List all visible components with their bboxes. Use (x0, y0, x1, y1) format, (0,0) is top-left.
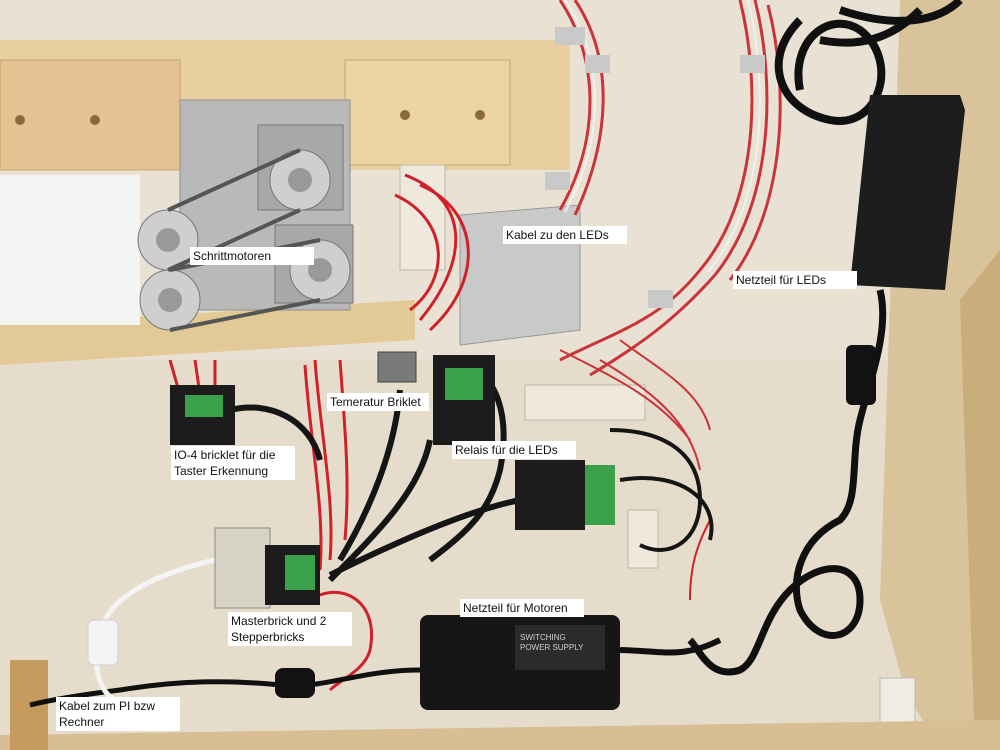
relay-terminal (585, 465, 615, 525)
left-bottom-post (10, 660, 48, 750)
cable-clip (545, 172, 570, 190)
cable-clip (740, 55, 765, 73)
psu-label-plate (515, 625, 605, 670)
pulley-hub (288, 168, 312, 192)
psu-print-line1: SWITCHING (520, 633, 566, 642)
white-housing (0, 175, 140, 325)
relay-terminal (445, 368, 483, 400)
label-psu-motors: Netzteil für Motoren (460, 599, 584, 617)
wood-block-right (344, 59, 511, 166)
label-io4-bricklet: IO-4 bricklet für die Taster Erkennung (171, 446, 295, 480)
red-cable (394, 173, 470, 332)
corner-bracket (879, 677, 916, 729)
black-cable (609, 428, 714, 552)
label-cable-pi: Kabel zum PI bzw Rechner (56, 697, 180, 731)
master-brick-stack (214, 527, 271, 609)
led-cable-fanout (559, 339, 711, 471)
black-cable (229, 357, 521, 583)
coiled-cable-top (774, 0, 963, 125)
led-cable-bundle-white (564, 0, 761, 273)
psu-output-cable (614, 637, 722, 656)
io4-terminal (185, 395, 223, 417)
usb-ferrite (87, 619, 119, 666)
label-psu-leds: Netzteil für LEDs (733, 271, 857, 289)
cable-clip (555, 27, 585, 45)
label-cable-to-leds: Kabel zu den LEDs (503, 226, 627, 244)
led-cable-bundle (558, 0, 782, 377)
right-wood-edge (960, 250, 1000, 750)
pulley-hub (158, 288, 182, 312)
label-stepper-motors: Schrittmotoren (190, 247, 314, 265)
cable-clip (648, 290, 673, 308)
label-relays: Relais für die LEDs (452, 441, 576, 459)
red-cable (689, 519, 711, 601)
red-cable (303, 359, 349, 571)
label-master-brick: Masterbrick und 2 Stepperbricks (228, 612, 352, 646)
bottom-wood-strip (0, 720, 1000, 750)
screw (475, 110, 485, 120)
psu-print-line2: POWER SUPPLY (520, 643, 584, 652)
temperature-bricklet-board (377, 351, 417, 383)
stepper-terminal (285, 555, 315, 590)
terminal-block (524, 384, 646, 421)
pulley-hub (156, 228, 180, 252)
led-power-supply (850, 95, 965, 290)
motor-shelf (0, 300, 415, 365)
screw (90, 115, 100, 125)
coiled-cable-right (687, 289, 887, 676)
screw (400, 110, 410, 120)
label-temperature-bricklet: Temeratur Briklet (327, 393, 429, 411)
psu-input-cable (29, 667, 421, 708)
relay-bricklet-board (515, 460, 585, 530)
cable-clip (585, 55, 610, 73)
drive-belt (167, 148, 321, 332)
pulley-hub (308, 258, 332, 282)
terminal-block (627, 509, 659, 569)
wood-block-left (0, 59, 181, 171)
ferrite-core (275, 668, 315, 698)
screw (15, 115, 25, 125)
ferrite-core (846, 345, 876, 405)
